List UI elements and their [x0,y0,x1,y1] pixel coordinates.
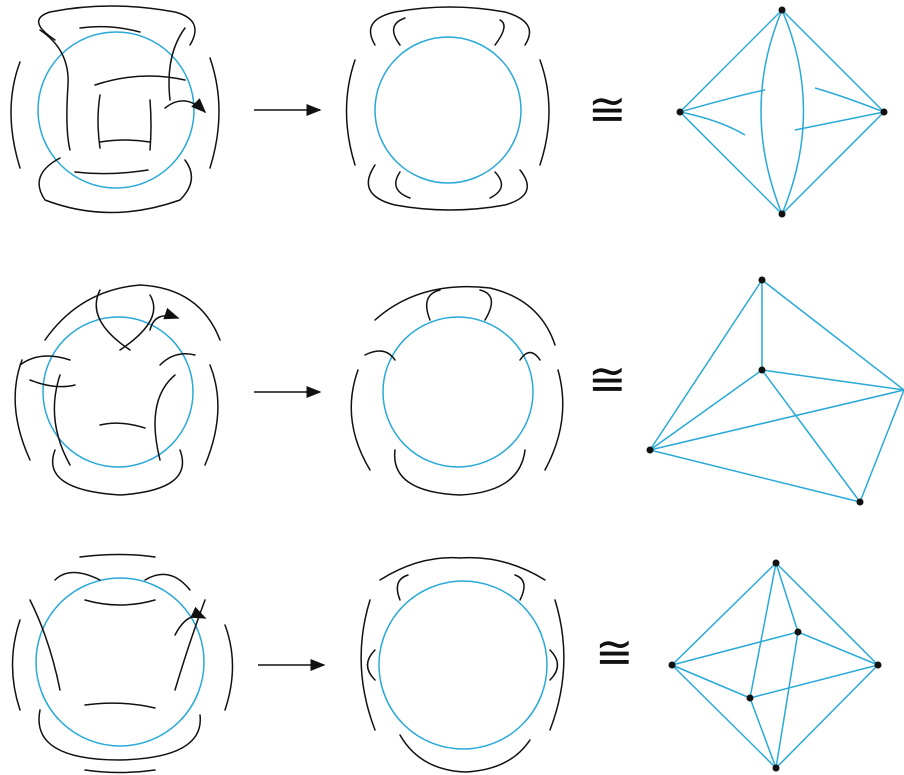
graph-vertex [758,276,766,284]
graph-vertex [874,661,882,669]
graph-edges [671,562,879,769]
graph-vertex [794,628,802,636]
congruence-symbol-row1: ≅ [588,82,627,136]
link-diagram-before-row3 [11,553,234,774]
congruence-symbol-row3: ≅ [595,625,634,679]
graph-row3 [668,559,882,772]
graph-vertex [856,498,864,506]
graph-vertex [778,210,786,218]
graph-row2 [646,276,904,506]
graph-vertex [758,366,766,374]
graph-row1 [676,6,888,218]
unknot-circle [382,316,534,468]
unknot-circle [378,580,548,750]
graph-edges [649,279,904,503]
unknot-circle [35,577,205,747]
graph-vertex [778,6,786,14]
graph-vertex [746,694,754,702]
graph-edges [679,9,885,215]
link-diagram-before-row1 [10,5,220,214]
row-2: ≅ [14,276,904,506]
congruence-symbol-row2: ≅ [588,352,627,406]
graph-vertex [880,108,888,116]
link-diagram-after-row1 [345,6,550,211]
link-diagram-before-row2 [14,284,221,496]
unknot-circle [42,316,194,468]
graph-vertex [676,108,684,116]
link-diagram-after-row3 [360,556,565,773]
graph-vertex [772,764,780,772]
row-1: ≅ [10,5,888,218]
row-3: ≅ [11,553,882,774]
link-diagram-after-row2 [350,285,564,496]
graph-vertex [772,559,780,567]
graph-vertex [668,661,676,669]
unknot-circle [37,31,195,189]
unknot-circle [374,36,522,184]
graph-vertex [646,446,654,454]
